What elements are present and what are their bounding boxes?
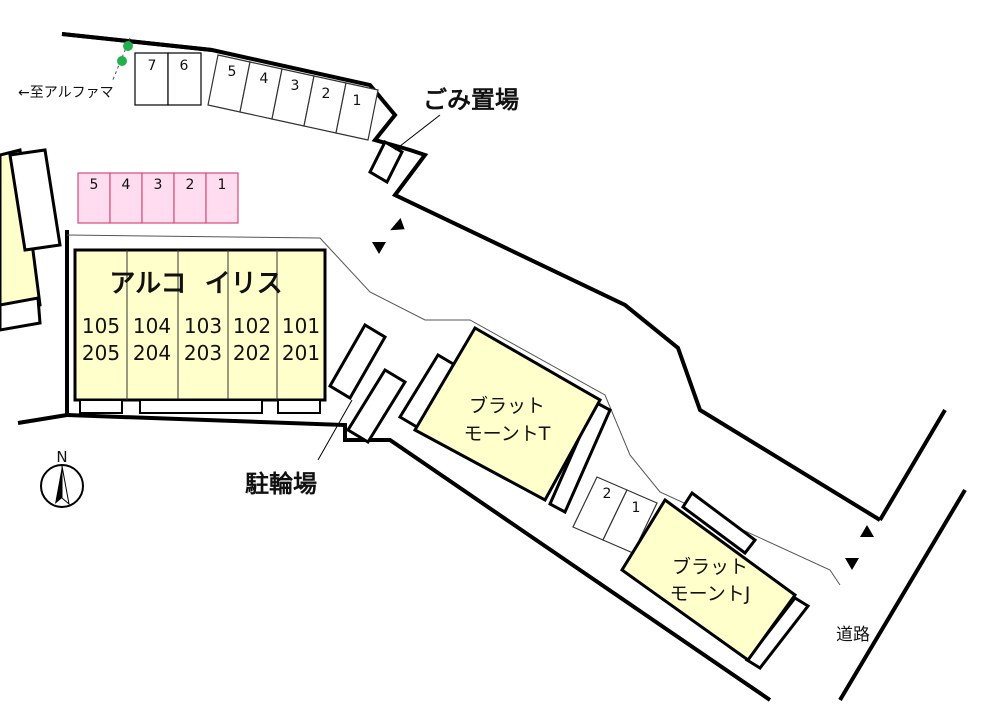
parking-slot-label: 3 xyxy=(154,177,163,193)
room-number: 202 xyxy=(233,341,271,365)
room-number: 101 xyxy=(282,314,320,338)
parking-slot-label: 5 xyxy=(90,177,99,193)
building-j-line1: ブラット xyxy=(672,555,748,578)
parking-top-left xyxy=(134,52,202,106)
neighbor-building xyxy=(0,148,62,332)
parking-slot-label: 3 xyxy=(291,78,300,94)
parking-top-right xyxy=(207,54,379,141)
room-number: 201 xyxy=(282,341,320,365)
room-numbers-1f: 105 104 103 102 101 xyxy=(82,314,320,338)
parking-slot-label: 2 xyxy=(186,177,195,193)
building-j-line2: モーントJ xyxy=(670,583,751,605)
road-edges xyxy=(838,408,967,702)
garbage-leader-line xyxy=(394,114,441,151)
room-number: 205 xyxy=(82,341,120,365)
parking-slot-label: 1 xyxy=(218,177,227,193)
parking-slot-label: 1 xyxy=(632,500,641,516)
parking-slot-label: 7 xyxy=(148,58,157,74)
parking-slot-label: 4 xyxy=(260,71,269,87)
building-t xyxy=(397,325,612,515)
direction-label: ←至アルファマ xyxy=(18,85,114,101)
north-arrow-icon: N xyxy=(40,448,84,508)
triangle-marker-icon xyxy=(372,242,386,254)
triangle-marker-icon xyxy=(845,558,859,570)
building-name: アルコ イリス xyxy=(109,269,282,299)
building-t-line1: ブラット xyxy=(469,394,545,417)
bike-leader-line xyxy=(317,399,353,461)
triangle-marker-icon xyxy=(390,217,405,231)
parking-slot-label: 6 xyxy=(180,58,189,74)
parking-slot-label: 4 xyxy=(122,177,131,193)
room-numbers-2f: 205 204 203 202 201 xyxy=(82,341,320,365)
green-dot-icon xyxy=(117,56,127,66)
room-number: 105 xyxy=(82,314,120,338)
room-number: 204 xyxy=(133,341,171,365)
bike-parking-label: 駐輪場 xyxy=(245,470,317,498)
parking-slot-label: 2 xyxy=(322,86,331,102)
parking-pink xyxy=(77,172,239,224)
parking-slot-label: 2 xyxy=(603,486,612,502)
room-number: 104 xyxy=(133,314,171,338)
parking-slot-label: 1 xyxy=(353,93,362,109)
road-label: 道路 xyxy=(836,625,870,645)
site-boundary xyxy=(17,32,882,702)
room-number: 103 xyxy=(184,314,222,338)
garbage-label: ごみ置場 xyxy=(423,86,519,114)
room-number: 203 xyxy=(184,341,222,365)
room-number: 102 xyxy=(233,314,271,338)
building-j xyxy=(619,490,811,670)
building-arco-iris xyxy=(73,248,327,414)
parking-slot-label: 5 xyxy=(228,64,237,80)
green-dot-icon xyxy=(123,41,133,51)
triangle-marker-icon xyxy=(860,525,874,537)
building-t-line2: モーントT xyxy=(464,423,551,445)
north-label: N xyxy=(56,448,67,466)
bike-parking xyxy=(327,322,408,445)
